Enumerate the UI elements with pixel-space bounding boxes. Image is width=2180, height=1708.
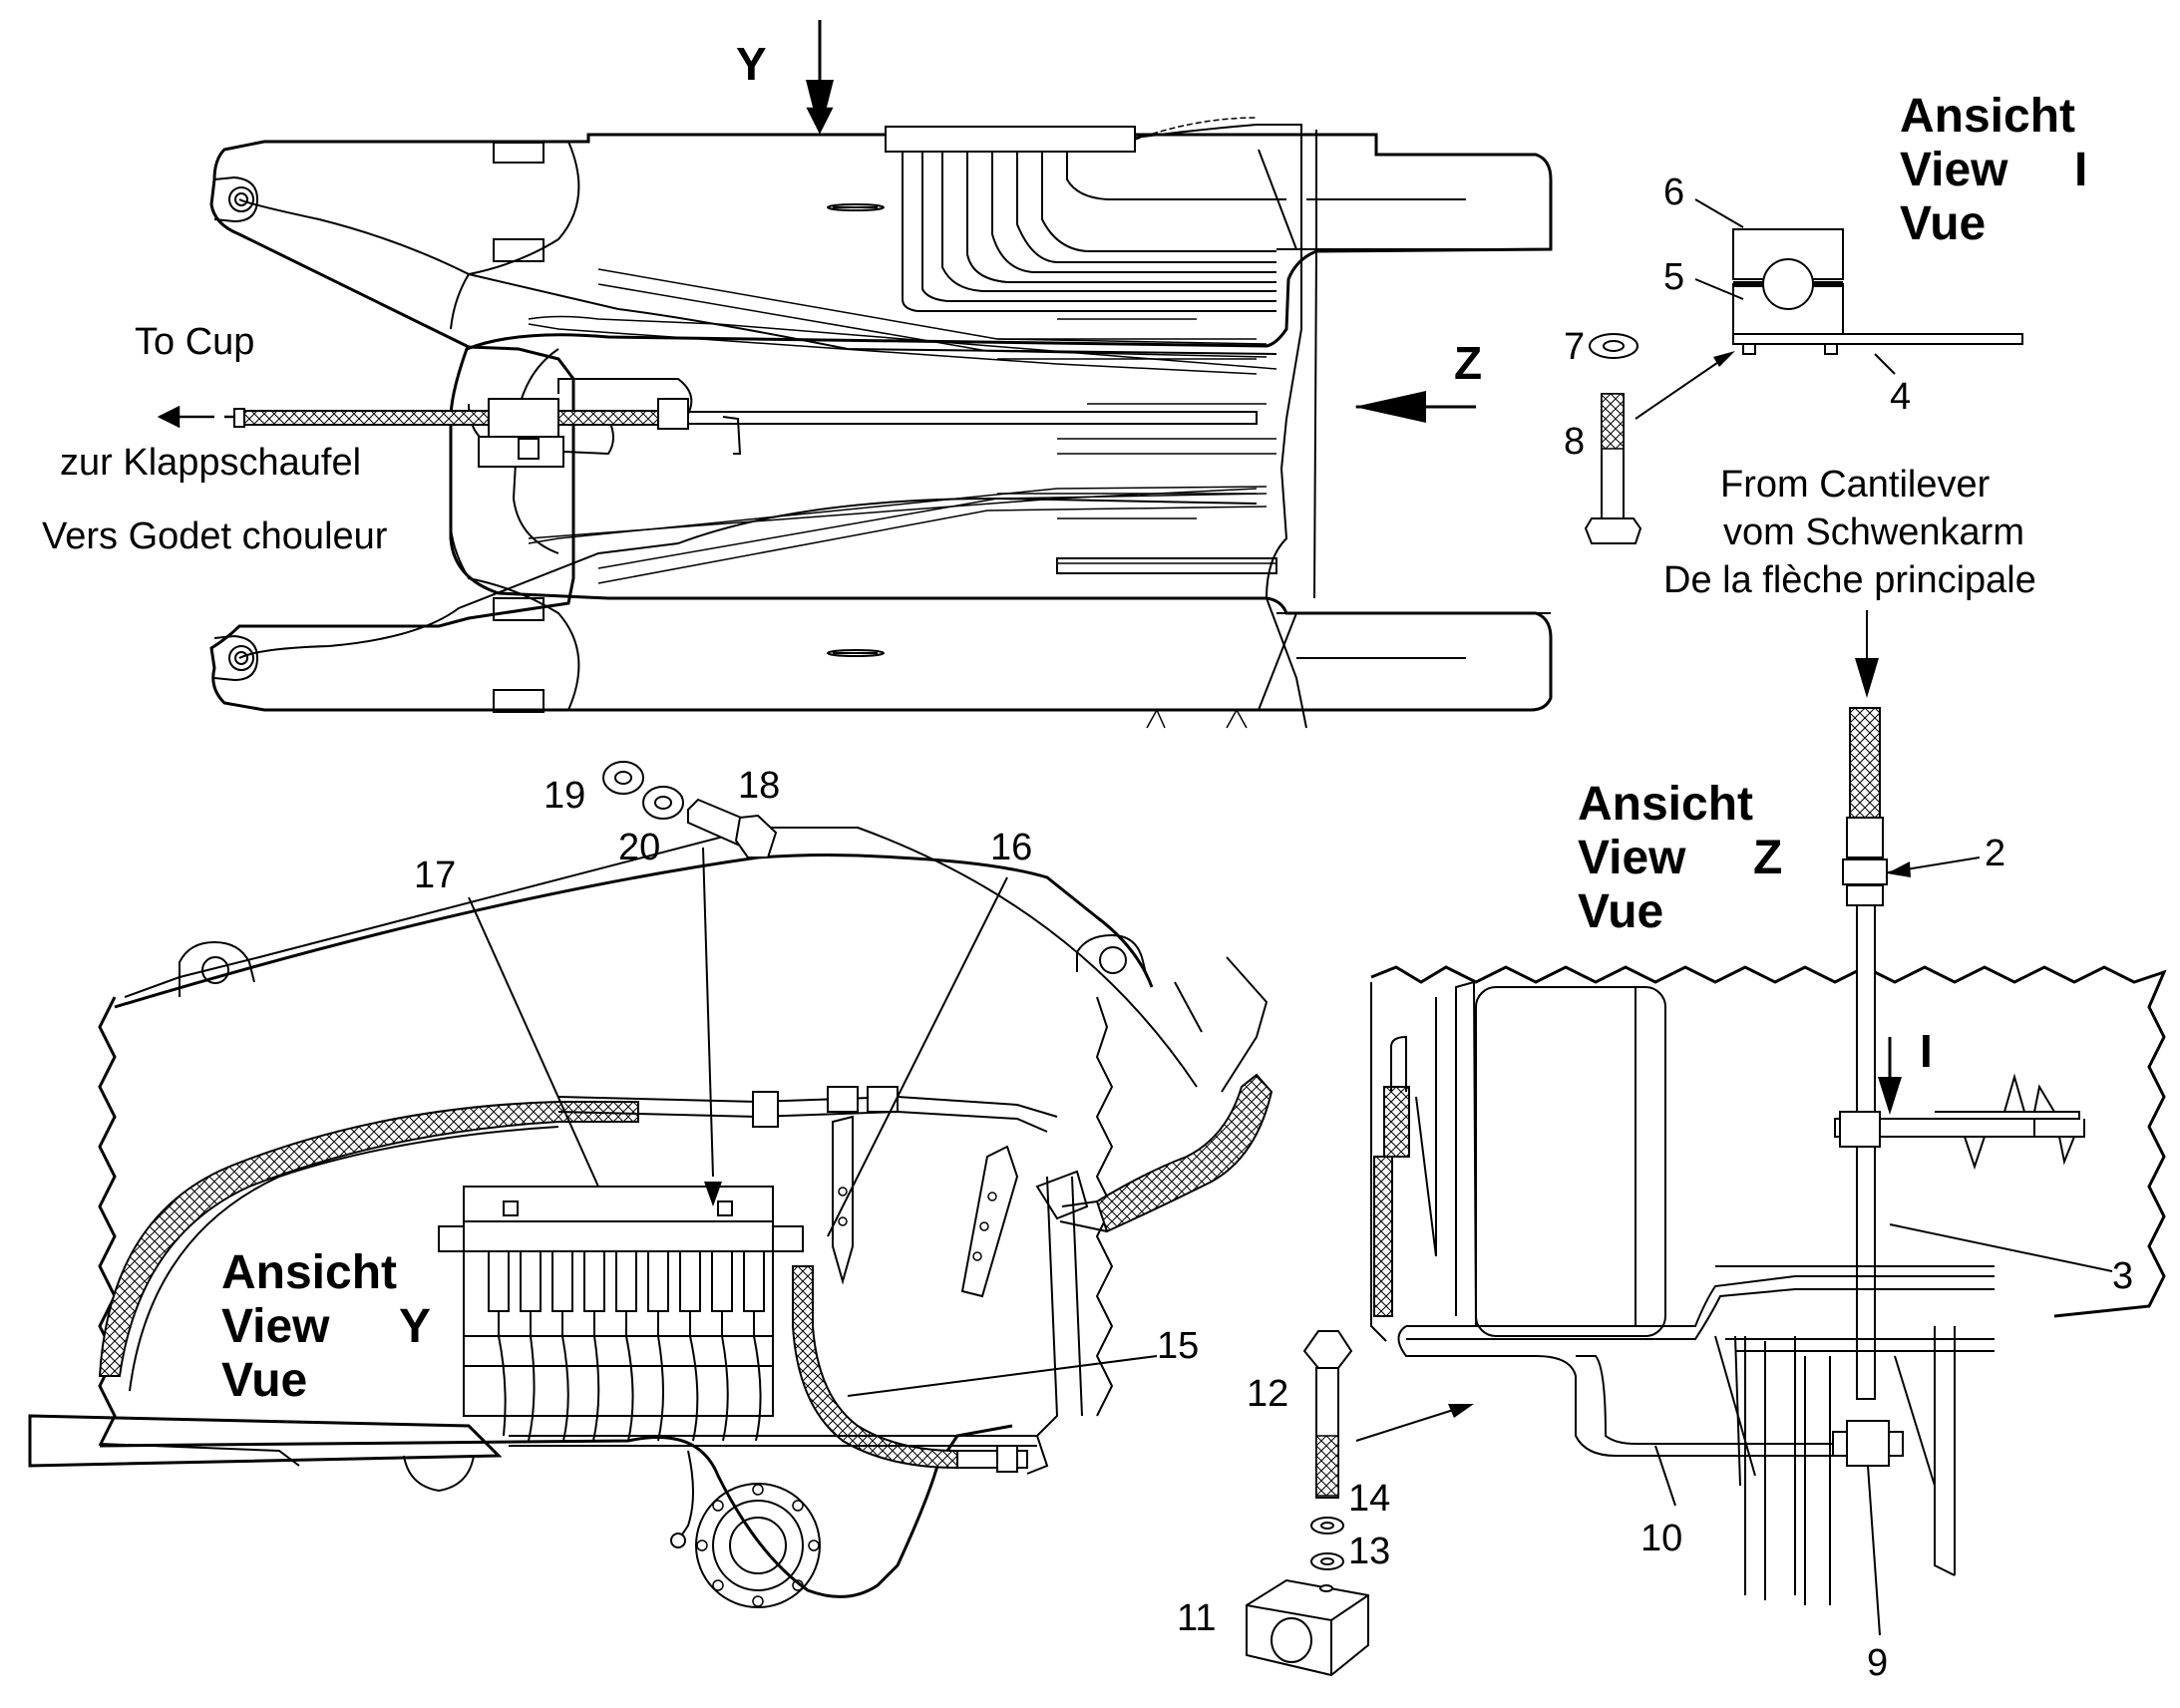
view-y-arrow-label: Y (736, 38, 767, 90)
view-y-letter: Y (399, 1300, 431, 1353)
callout-17: 17 (414, 854, 456, 896)
view-i-detail: Ansicht View I Vue 6 5 4 7 8 From Cantil… (1564, 90, 2087, 698)
view-z-detail: Ansicht View Z Vue I (1355, 707, 2167, 1684)
boom-side-outline (98, 996, 117, 1447)
top-plan-view: Y Z To Cup zur Klappschaufel Vers Godet … (42, 20, 1553, 729)
callout-11: 11 (1177, 1597, 1216, 1639)
view-i-arrow-label: I (1920, 1025, 1933, 1077)
clamp-hardware-group: 12 14 13 11 (1177, 1330, 1390, 1677)
bolt-12 (1302, 1330, 1353, 1369)
callout-6: 6 (1663, 171, 1684, 213)
callout-13: 13 (1348, 1531, 1390, 1572)
boom-side-wall (1370, 965, 2167, 1318)
view-y-detail: 19 18 20 17 16 15 Ansicht View Y Vue (28, 761, 1273, 1608)
callout-4: 4 (1890, 376, 1911, 418)
view-z-letter: Z (1753, 832, 1782, 884)
callout-16: 16 (990, 827, 1032, 868)
view-i-title-de: Ansicht (1900, 90, 2075, 143)
mounting-plate (1732, 333, 2023, 345)
to-cup-label-de: zur Klappschaufel (60, 442, 361, 484)
callout-19: 19 (544, 775, 585, 817)
view-y-title-fr: Vue (221, 1354, 307, 1407)
callout-2: 2 (1985, 833, 2005, 874)
callout-5: 5 (1663, 256, 1684, 298)
callout-12: 12 (1247, 1373, 1288, 1415)
view-i-title-en: View (1900, 144, 2008, 196)
view-z-title-fr: Vue (1578, 885, 1663, 938)
callout-20: 20 (618, 827, 660, 868)
callout-9: 9 (1867, 1642, 1888, 1684)
pipe-3 (1856, 904, 1876, 1400)
callout-15: 15 (1157, 1325, 1199, 1367)
view-i-title-fr: Vue (1900, 197, 1986, 250)
boom-frame-outline (209, 133, 1553, 712)
from-cantilever-en: From Cantilever (1720, 464, 1991, 506)
manifold-top (885, 126, 1136, 153)
hose-15 (792, 1265, 958, 1470)
callout-7: 7 (1564, 326, 1585, 368)
view-y-title-de: Ansicht (221, 1246, 397, 1299)
callout-10: 10 (1640, 1518, 1682, 1559)
view-y-title-en: View (221, 1300, 330, 1353)
from-cantilever-de: vom Schwenkarm (1723, 512, 2024, 553)
callout-8: 8 (1564, 421, 1585, 463)
hose-to-cup (243, 410, 664, 426)
view-z-title-de: Ansicht (1578, 778, 1753, 831)
callout-18: 18 (738, 765, 780, 807)
view-z-title-en: View (1578, 832, 1686, 884)
to-cup-label-en: To Cup (135, 321, 254, 363)
from-cantilever-fr: De la flèche principale (1663, 559, 2036, 601)
bracket-16 (960, 1145, 1019, 1298)
callout-14: 14 (1348, 1478, 1390, 1520)
hose-from-cantilever (1849, 707, 1881, 819)
tee-fitting-9 (1846, 1420, 1890, 1467)
callout-3: 3 (2112, 1255, 2133, 1297)
valve-bank (488, 1250, 765, 1442)
view-i-letter: I (2074, 144, 2087, 196)
to-cup-label-fr: Vers Godet chouleur (42, 515, 388, 557)
view-z-arrow-label: Z (1454, 337, 1482, 389)
